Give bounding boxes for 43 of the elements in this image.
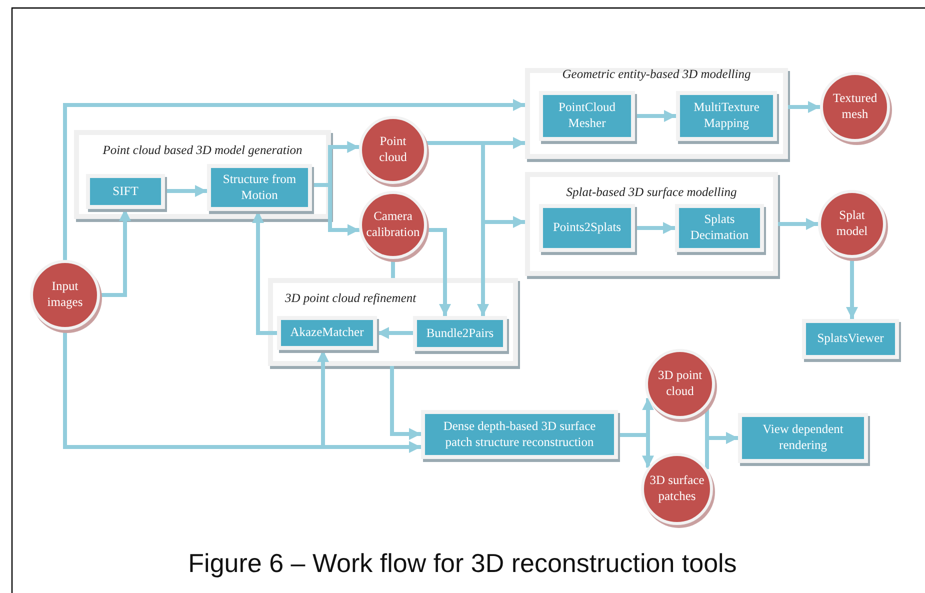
process-box: Bundle2Pairs <box>413 316 507 351</box>
arrow <box>705 432 738 470</box>
group-title: Geometric entity-based 3D modelling <box>561 67 752 82</box>
output-circle: Textured mesh <box>820 72 890 142</box>
process-box: MultiTexture Mapping <box>676 91 777 141</box>
process-box: AkazeMatcher <box>277 316 377 350</box>
process-box: SplatsViewer <box>802 319 899 359</box>
process-box: Points2Splats <box>539 204 635 252</box>
process-box: SIFT <box>86 174 165 209</box>
connector-line <box>391 259 395 278</box>
arrow <box>377 327 413 339</box>
arrow <box>778 218 818 230</box>
arrow <box>635 110 676 122</box>
group-title: 3D point cloud refinement <box>285 291 416 306</box>
group-title: Point cloud based 3D model generation <box>102 143 304 158</box>
group-title: Splat-based 3D surface modelling <box>565 185 738 200</box>
group-panel <box>268 278 518 366</box>
output-circle: 3D point cloud <box>645 349 715 419</box>
output-circle: 3D surface patches <box>641 453 713 525</box>
arrow <box>846 258 858 319</box>
output-circle: Point cloud <box>359 116 427 184</box>
group-panel <box>525 172 778 276</box>
arrow <box>63 99 525 260</box>
arrow <box>100 209 131 297</box>
process-box: Structure from Motion <box>207 164 312 211</box>
output-circle: Camera calibration <box>359 191 427 259</box>
process-box: PointCloud Mesher <box>539 91 635 141</box>
output-circle: Splat model <box>818 190 886 258</box>
arrow <box>252 211 277 335</box>
output-circle: Input images <box>30 260 100 330</box>
arrow <box>63 330 421 453</box>
process-box: View dependent rendering <box>738 413 868 463</box>
process-box: Dense depth-based 3D surface patch structure reconstruction <box>421 410 618 459</box>
arrow <box>426 228 451 316</box>
process-box: Splats Decimation <box>675 204 764 252</box>
group-panel <box>525 68 788 159</box>
arrow <box>165 185 207 197</box>
arrow <box>390 366 421 440</box>
figure-caption: Figure 6 – Work flow for 3D reconstruction tools <box>187 548 738 579</box>
arrow <box>635 222 675 234</box>
arrow <box>426 141 489 316</box>
group-panel <box>74 130 331 219</box>
arrow <box>788 101 820 113</box>
